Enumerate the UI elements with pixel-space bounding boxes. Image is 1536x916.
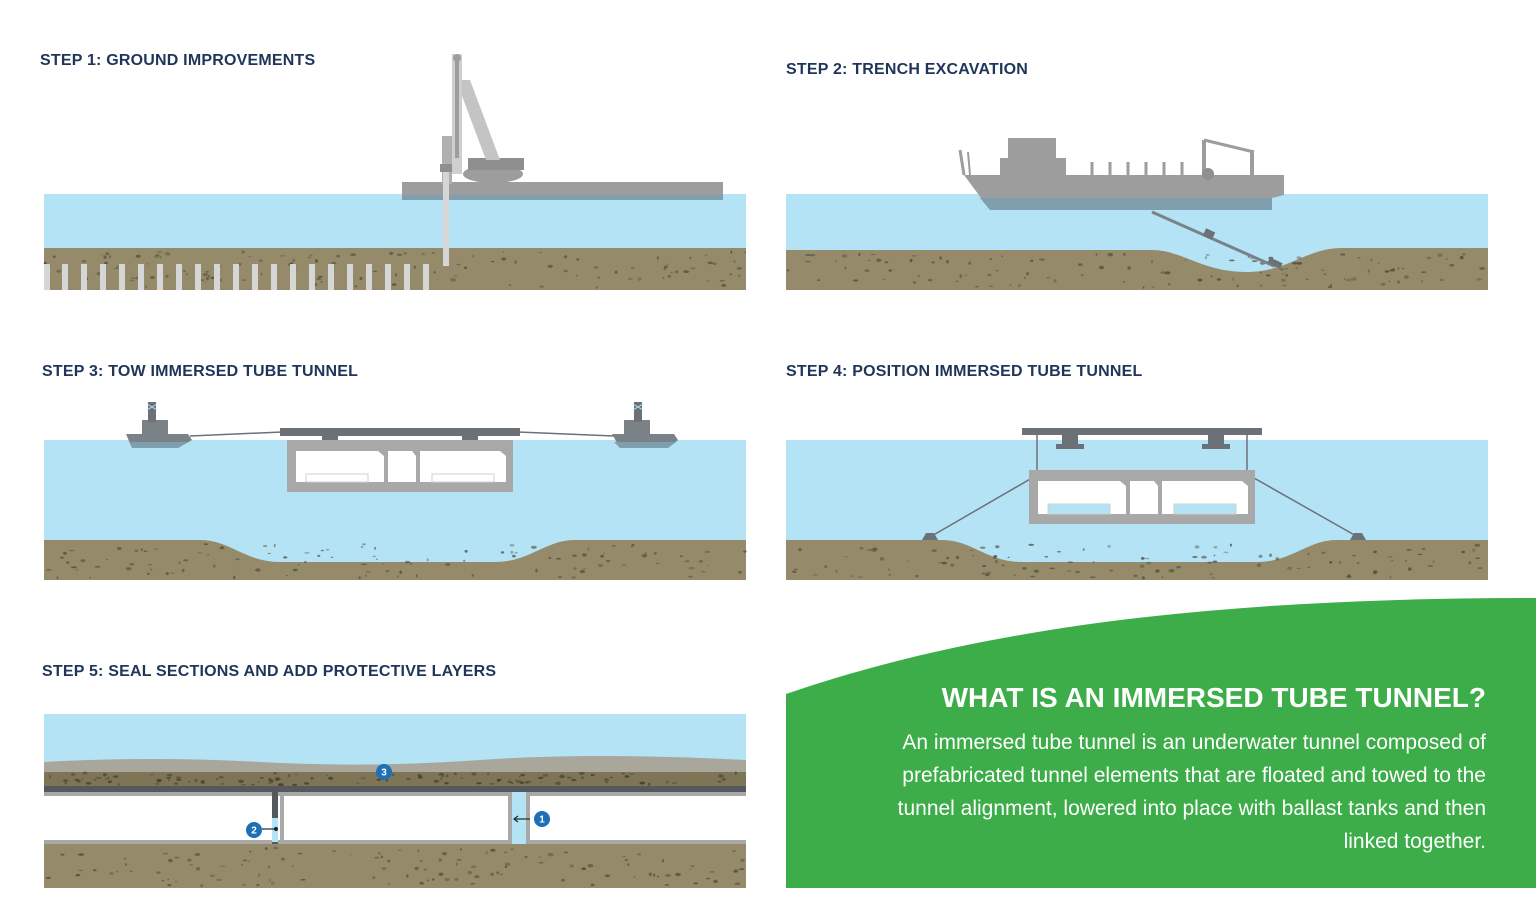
step-2-title: STEP 2: TRENCH EXCAVATION — [786, 61, 1029, 78]
seabed-speckles — [45, 846, 745, 888]
step-4-illustration — [742, 390, 1502, 590]
seabed-trench — [786, 248, 1488, 290]
svg-text:3: 3 — [381, 768, 387, 779]
tunnel-walls — [272, 792, 530, 844]
step-3-illustration — [0, 390, 760, 590]
seabed-speckles — [46, 543, 747, 580]
tunnel-roof-lining — [44, 792, 746, 796]
tow-lines — [189, 431, 615, 437]
protective-backfill-layer — [44, 756, 746, 774]
info-panel: WHAT IS AN IMMERSED TUBE TUNNEL? An imme… — [786, 598, 1536, 888]
callout-badge-2: 2 — [246, 822, 262, 838]
tunnel-interior — [44, 796, 746, 842]
seabed-speckles — [792, 543, 1483, 580]
seabed-trench — [44, 540, 746, 580]
tunnel-element — [1029, 470, 1255, 524]
step-5-title: STEP 5: SEAL SECTIONS AND ADD PROTECTIVE… — [42, 663, 497, 680]
anchor-cables — [929, 477, 1359, 538]
seabed-speckles — [786, 252, 1485, 289]
info-title: WHAT IS AN IMMERSED TUBE TUNNEL? — [941, 682, 1486, 713]
dredger-ship — [958, 138, 1284, 269]
tunnel-floor — [44, 840, 746, 844]
water — [44, 194, 746, 250]
ground-improvement-columns — [44, 264, 429, 290]
step-5-illustration: 1 2 3 — [0, 700, 760, 900]
callout-badge-3: 3 — [376, 764, 392, 780]
tugboat-right — [612, 402, 678, 448]
step-2-illustration — [742, 40, 1502, 300]
svg-text:1: 1 — [539, 815, 545, 826]
rock-protection — [44, 772, 746, 786]
seabed — [44, 844, 746, 888]
step-1-title: STEP 1: GROUND IMPROVEMENTS — [40, 52, 316, 69]
positioning-pontoon — [1022, 428, 1262, 470]
info-panel-background — [786, 598, 1536, 888]
step-3-title: STEP 3: TOW IMMERSED TUBE TUNNEL — [42, 363, 359, 380]
seabed-trench — [786, 540, 1488, 580]
step-1-illustration — [0, 40, 760, 300]
tunnel-roof — [44, 786, 746, 792]
rock-speckles — [48, 771, 737, 787]
svg-text:2: 2 — [251, 826, 257, 837]
drilling-barge — [402, 54, 723, 266]
callout-arrows — [262, 815, 530, 832]
anchor-blocks — [922, 533, 1366, 540]
tugboat-left — [126, 402, 192, 448]
callout-badge-1: 1 — [534, 811, 550, 827]
tunnel-element — [280, 428, 520, 492]
info-body: An immersed tube tunnel is an underwater… — [897, 731, 1486, 853]
step-4-title: STEP 4: POSITION IMMERSED TUBE TUNNEL — [786, 363, 1143, 380]
